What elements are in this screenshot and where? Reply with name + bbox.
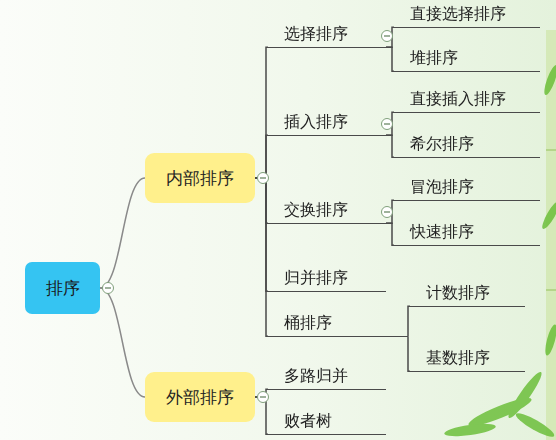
bamboo-leaf [444,421,497,438]
bamboo-node [546,289,556,291]
bamboo-leaf [543,324,556,357]
bamboo-leaves [444,64,556,440]
bamboo-leaf [540,199,556,231]
branch-line [386,47,394,71]
toggle-minus [384,35,390,36]
topic-label: 快速排序 [410,222,474,242]
topic-label: 选择排序 [284,24,348,44]
topic-label: 败者树 [284,411,332,431]
topic-label: 计数排序 [426,283,490,303]
collapse-toggle [258,173,269,184]
branch-line [255,178,268,336]
topic-label: 桶排序 [284,313,332,333]
subtopic: 归并排序 [268,268,386,293]
toggle-circle [382,31,393,42]
toggle-circle [382,207,393,218]
topic-label: 外部排序 [166,386,234,409]
subtopic: 桶排序 [268,313,408,338]
branch-line [408,306,410,336]
subtopic: 希尔排序 [394,134,540,159]
subtopic: 直接插入排序 [394,89,540,114]
subtopic: 多路归并 [268,366,386,391]
topic-label: 直接插入排序 [410,89,506,109]
branch-line [386,135,394,157]
topic-label: 插入排序 [284,112,348,132]
subtopic: 败者树 [268,411,386,436]
toggle-minus [260,177,266,178]
subtopic: 选择排序 [268,24,386,49]
collapse-toggle [382,207,393,218]
subtopic: 堆排序 [394,48,540,73]
branch-line [255,135,268,178]
subtopic: 计数排序 [410,283,525,308]
subtopic: 基数排序 [410,348,525,373]
subtopic: 交换排序 [268,200,386,225]
topic-label: 冒泡排序 [410,177,474,197]
toggle-minus [105,287,111,288]
toggle-circle [258,392,269,403]
topic-label: 直接选择排序 [410,4,506,24]
topic-label: 内部排序 [166,167,234,190]
subtopic: 冒泡排序 [394,177,540,202]
collapse-toggle [103,283,114,294]
branch-line [255,47,268,178]
topic-label: 希尔排序 [410,134,474,154]
bamboo-leaf [505,369,545,421]
subtopic: 快速排序 [394,222,540,247]
collapse-toggle [258,392,269,403]
bamboo-leaf [513,410,556,440]
toggle-minus [384,123,390,124]
curved-branch [100,288,145,397]
main-topic: 外部排序 [145,372,255,422]
root-topic: 排序 [25,262,100,314]
toggle-minus [260,396,266,397]
toggle-minus [384,211,390,212]
subtopic: 直接选择排序 [394,4,540,29]
topic-label: 归并排序 [284,268,348,288]
topic-label: 交换排序 [284,200,348,220]
toggle-circle [103,283,114,294]
collapse-toggle [382,31,393,42]
subtopic: 插入排序 [268,112,386,137]
topic-label: 多路归并 [284,366,348,386]
toggle-circle [258,173,269,184]
topic-label: 堆排序 [410,48,458,68]
main-topic: 内部排序 [145,153,255,203]
collapse-toggle [382,119,393,130]
toggle-circle [382,119,393,130]
bamboo-node [546,149,556,151]
curved-branch [100,178,145,288]
bamboo-leaf [542,64,556,97]
topic-label: 基数排序 [426,348,490,368]
topic-label: 排序 [46,277,80,300]
branch-line [386,223,394,245]
